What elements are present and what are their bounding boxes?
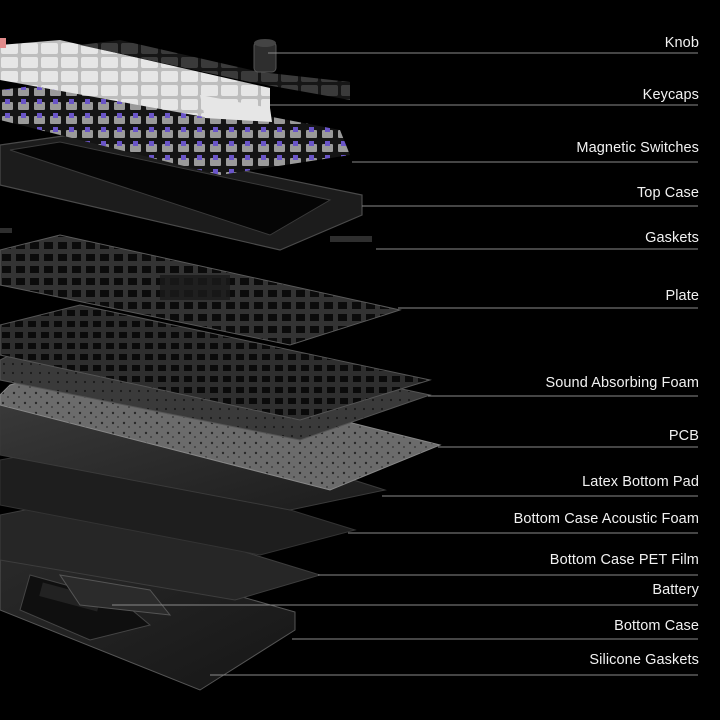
label-plate: Plate — [665, 288, 699, 304]
label-knob: Knob — [664, 35, 699, 51]
keycaps-layer — [0, 38, 350, 122]
label-bottom-case-acoustic-foam: Bottom Case Acoustic Foam — [513, 511, 699, 527]
label-top-case: Top Case — [636, 185, 699, 201]
label-latex-bottom-pad: Latex Bottom Pad — [582, 474, 699, 490]
label-battery: Battery — [652, 582, 699, 598]
label-sound-absorbing-foam: Sound Absorbing Foam — [545, 375, 699, 391]
leader-lines — [112, 52, 698, 676]
label-bottom-case-pet-film: Bottom Case PET Film — [549, 552, 699, 568]
knob — [253, 39, 277, 73]
label-bottom-case: Bottom Case — [614, 618, 699, 634]
label-keycaps: Keycaps — [642, 87, 699, 103]
label-silicone-gaskets: Silicone Gaskets — [589, 652, 699, 668]
lower-plate-layer — [0, 304, 432, 421]
label-magnetic-switches: Magnetic Switches — [576, 140, 699, 156]
plate-layer — [0, 234, 402, 346]
label-pcb: PCB — [668, 428, 699, 444]
label-gaskets: Gaskets — [645, 230, 699, 246]
switches-layer — [0, 80, 350, 175]
